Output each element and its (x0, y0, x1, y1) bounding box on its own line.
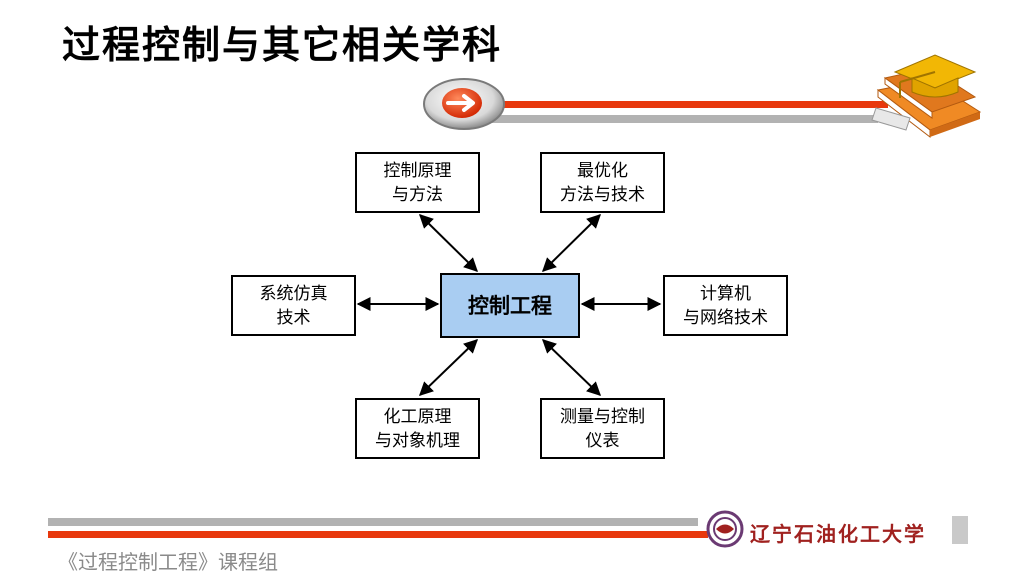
connector-chemical-mechanism (418, 339, 479, 396)
connector-measurement (541, 339, 602, 396)
node-control-theory: 控制原理 与方法 (355, 152, 480, 213)
node-line: 与方法 (392, 184, 443, 205)
node-line: 最优化 (577, 160, 628, 181)
node-optimization: 最优化 方法与技术 (540, 152, 665, 213)
bottom-gray-bar (48, 518, 698, 526)
center-label: 控制工程 (468, 293, 552, 318)
node-line: 控制原理 (383, 160, 452, 181)
node-line: 系统仿真 (259, 283, 328, 304)
node-computer-network: 计算机 与网络技术 (663, 275, 788, 336)
university-name: 辽宁石油化工大学 (750, 522, 926, 546)
node-measurement: 测量与控制 仪表 (540, 398, 665, 459)
node-line: 化工原理 (383, 406, 452, 427)
bottom-red-bar (48, 531, 708, 538)
top-red-bar (488, 101, 888, 108)
connector-lines (356, 214, 662, 396)
node-simulation: 系统仿真 技术 (231, 275, 356, 336)
course-footer: 《过程控制工程》课程组 (58, 550, 278, 574)
arrow-button-icon (423, 78, 505, 130)
node-line: 计算机 (700, 283, 751, 304)
node-line: 测量与控制 (560, 406, 645, 427)
node-line: 方法与技术 (560, 184, 645, 205)
node-chemical-mechanism: 化工原理 与对象机理 (355, 398, 480, 459)
university-seal-icon (706, 510, 744, 548)
node-line: 技术 (276, 307, 311, 328)
node-line: 与对象机理 (375, 430, 460, 451)
node-line: 仪表 (585, 430, 620, 451)
connector-control-theory (419, 214, 478, 272)
graduation-cap-icon (893, 54, 977, 98)
node-center-control-engineering: 控制工程 (440, 273, 580, 338)
node-line: 与网络技术 (683, 307, 768, 328)
top-gray-bar (488, 115, 878, 123)
connector-optimization (542, 214, 601, 272)
page-title: 过程控制与其它相关学科 (62, 23, 503, 67)
university-banner-edge (952, 516, 968, 544)
